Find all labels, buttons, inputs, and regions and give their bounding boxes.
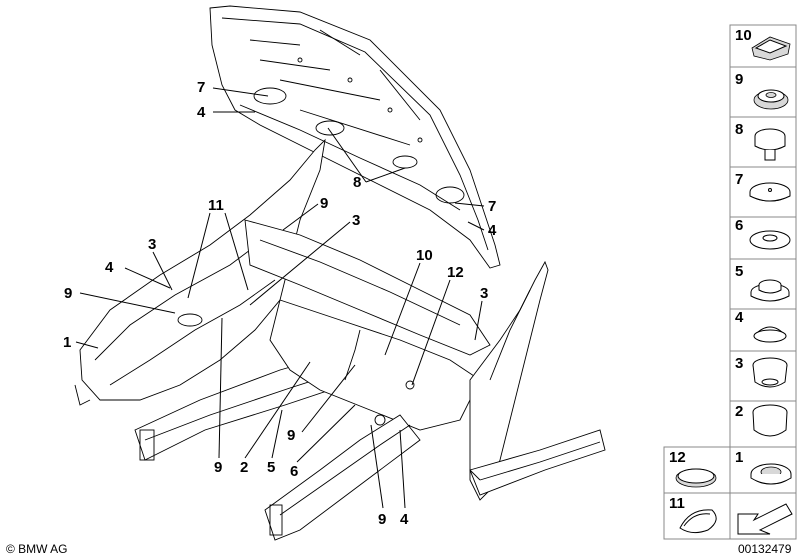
callout: 10 xyxy=(416,247,433,264)
callout: 3 xyxy=(480,285,488,302)
leader-lines xyxy=(75,87,485,509)
oval-sticker-icon xyxy=(679,509,717,534)
tall-dome-plug-icon xyxy=(752,404,788,437)
footer: © BMW AG 00132479 xyxy=(6,542,792,556)
callout: 4 xyxy=(488,222,497,239)
legend-number: 1 xyxy=(735,449,743,466)
ring-grommet-icon xyxy=(750,463,792,485)
parts-legend: 10 9 8 7 6 5 4 3 2 12 1 11 xyxy=(663,24,797,540)
legend-number: 11 xyxy=(669,495,685,512)
oval-plug-icon xyxy=(751,36,791,61)
oval-pad-icon xyxy=(675,468,717,488)
legend-number: 12 xyxy=(669,449,686,466)
callout: 5 xyxy=(267,459,275,476)
legend-number: 8 xyxy=(735,121,743,138)
callout: 2 xyxy=(240,459,248,476)
hood-drawing xyxy=(209,5,501,269)
callout: 1 xyxy=(63,334,71,351)
copyright-text: © BMW AG xyxy=(6,542,68,556)
callout: 4 xyxy=(400,511,409,528)
callout: 6 xyxy=(290,463,298,480)
callout-numbers: 7 4 8 7 4 9 3 11 3 4 9 1 10 12 3 9 2 5 6… xyxy=(63,79,497,528)
callout: 11 xyxy=(208,197,224,214)
arrow-icon xyxy=(737,503,793,535)
callout: 9 xyxy=(378,511,386,528)
legend-number: 4 xyxy=(735,309,744,326)
push-pin-plug-icon xyxy=(754,128,786,161)
callout: 3 xyxy=(148,236,156,253)
callout: 12 xyxy=(447,264,464,281)
callout: 8 xyxy=(353,174,361,191)
callout: 9 xyxy=(214,459,222,476)
callout: 9 xyxy=(64,285,72,302)
stepped-plug-icon xyxy=(750,279,790,302)
callout: 4 xyxy=(197,104,206,121)
legend-number: 6 xyxy=(735,217,743,234)
body-shell-drawing xyxy=(74,138,606,541)
callout: 3 xyxy=(352,212,360,229)
dome-plug-icon xyxy=(753,326,787,343)
callout: 9 xyxy=(287,427,295,444)
deep-dome-plug-icon xyxy=(752,357,788,388)
flat-grommet-icon xyxy=(753,89,789,110)
callout: 9 xyxy=(320,195,328,212)
legend-number: 2 xyxy=(735,403,743,420)
legend-number: 9 xyxy=(735,71,743,88)
legend-number: 10 xyxy=(735,27,752,44)
legend-number: 5 xyxy=(735,263,743,280)
legend-number: 7 xyxy=(735,171,743,188)
callout: 7 xyxy=(197,79,205,96)
callout: 4 xyxy=(105,259,114,276)
legend-number: 3 xyxy=(735,355,743,372)
medium-flat-plug-icon xyxy=(749,230,791,250)
large-flat-plug-icon xyxy=(749,182,791,202)
part-number: 00132479 xyxy=(738,542,792,556)
callout: 7 xyxy=(488,198,496,215)
